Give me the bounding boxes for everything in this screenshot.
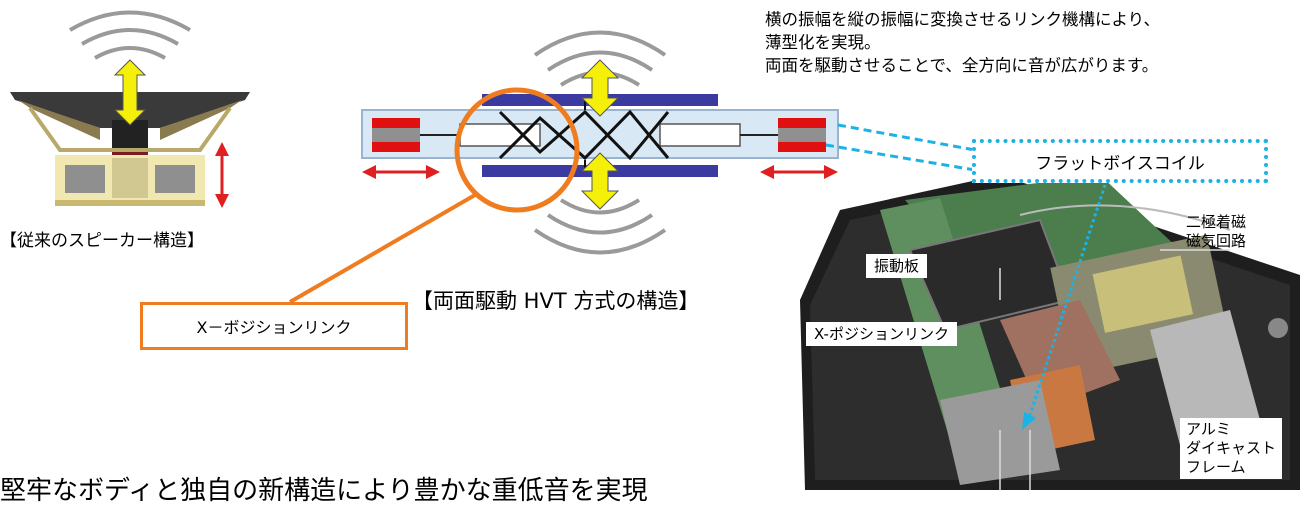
x-link-callout-label: X－ボジションリンク [196,318,352,337]
diaphragm-label: 振動板 [866,254,928,278]
frame-label-line-1: アルミ [1186,420,1231,438]
description-text: 横の振幅を縦の振幅に変換させるリンク機構により、 薄型化を実現。 両面を駆動させ… [765,8,1305,77]
magnet-circuit-label: 二極着磁 磁気回路 [1186,213,1246,251]
structure-diagram [10,10,1300,490]
x-position-link-label: X-ポジションリンク [806,322,957,346]
x-link-leader-line [288,193,477,304]
frame-label-line-3: フレーム [1186,458,1246,476]
bottom-headline: 堅牢なボディと独自の新構造により豊かな重低音を実現 [0,476,648,506]
vertical-motion-arrow-icon [113,59,147,126]
flat-coil-callout: フラットボイスコイル [972,139,1268,183]
coil-pointer-arrowhead-icon [1022,412,1036,430]
hvt-structure-caption: 【両面駆動 HVT 方式の構造】 [412,289,700,313]
coil-motion-arrow-icon [215,142,229,208]
magnet-label-line-1: 二極着磁 [1186,213,1247,231]
coil-pointer-line [1028,184,1107,416]
frame-label-line-2: ダイキャスト [1186,439,1277,457]
flat-coil-callout-label: フラットボイスコイル [1035,153,1205,174]
conventional-structure-caption: 【従来のスピーカー構造】 [0,231,204,251]
description-line-3: 両面を駆動させることで、全方向に音が広がります。 [765,56,1159,75]
magnet-label-line-2: 磁気回路 [1186,232,1247,250]
hvt-structure-illustration [361,30,839,255]
aluminum-frame-label: アルミ ダイキャスト フレーム [1180,418,1283,479]
description-line-2: 薄型化を実現。 [765,33,881,52]
x-link-callout: X－ボジションリンク [140,302,408,350]
coil-leader-lines [825,123,976,172]
description-line-1: 横の振幅を縦の振幅に変換させるリンク機構により、 [765,10,1161,29]
